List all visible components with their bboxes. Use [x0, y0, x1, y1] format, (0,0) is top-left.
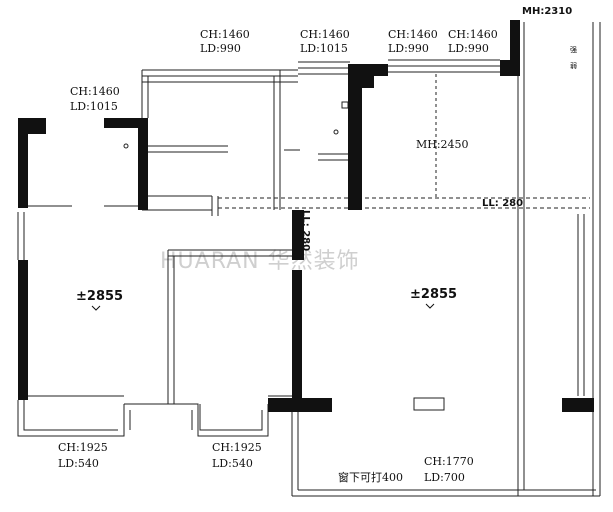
ll-beam: LL: 280	[482, 198, 523, 209]
top-window-wall-3	[388, 59, 500, 73]
win2-ch: CH:1460	[300, 28, 350, 41]
corridor-walls	[142, 195, 219, 216]
wall-block-4	[138, 118, 148, 210]
wall-block-10	[292, 210, 304, 260]
interior-wall-1	[273, 70, 281, 210]
win2-ld: LD:1015	[300, 42, 348, 55]
wall-block-11	[292, 270, 302, 398]
win4-ch: CH:1460	[448, 28, 498, 41]
window-note: 窗下可打400	[338, 470, 403, 484]
win5-ld: LD:1015	[70, 100, 118, 113]
mh-top: MH:2310	[522, 6, 572, 17]
bottom-win2-ld: LD:540	[212, 457, 253, 470]
bottom-right-wall	[292, 489, 600, 497]
right-inner	[577, 214, 585, 396]
wall-block-13	[562, 398, 594, 412]
level-markers	[91, 303, 435, 311]
fixture-3	[341, 101, 349, 109]
floor-level-right: ±2855	[410, 287, 457, 302]
fixture-2	[333, 129, 339, 135]
win1-ld: LD:990	[200, 42, 241, 55]
watermark: HUARAN 华然装饰	[160, 249, 360, 274]
bottom-win2-ch: CH:1925	[212, 441, 262, 454]
left-bay-window	[17, 400, 125, 437]
wall-block-3	[104, 118, 148, 128]
win3-ld: LD:990	[388, 42, 429, 55]
wall-block-6	[348, 64, 362, 210]
top-window-wall-2	[298, 61, 350, 75]
left-top-wall	[141, 70, 149, 118]
left-edge	[17, 212, 25, 260]
win1-ch: CH:1460	[200, 28, 250, 41]
wall-block-7	[362, 64, 388, 76]
bottom-win1-ch: CH:1925	[58, 441, 108, 454]
bath-walls	[284, 149, 348, 161]
wall-block-9	[510, 20, 520, 76]
win5-ch: CH:1460	[70, 85, 120, 98]
right-wall-outer	[517, 22, 525, 496]
bottom-win3-ch: CH:1770	[424, 455, 474, 468]
win4-ld: LD:990	[448, 42, 489, 55]
balcony-left-wall	[291, 404, 299, 496]
mh-center: MH:2450	[416, 138, 469, 151]
middle-top-wall	[168, 249, 292, 257]
bay-window-2	[199, 404, 263, 431]
bay-inner	[129, 410, 193, 430]
fixture	[123, 143, 129, 149]
right-wall-edge	[592, 22, 601, 496]
middle-divider	[167, 250, 175, 404]
bottom-bay	[124, 403, 269, 437]
wall-block-12	[268, 398, 332, 412]
top-window-wall-1	[142, 69, 298, 83]
wall-block-14	[348, 76, 374, 88]
floor-level-left: ±2855	[76, 289, 123, 304]
interior-wall-2	[148, 145, 228, 153]
side-text-1: 强	[570, 46, 577, 54]
ll-vertical: LL: 280	[300, 210, 311, 251]
wall-block-5	[18, 260, 28, 400]
furniture-marker	[413, 397, 445, 411]
beam-line	[218, 197, 590, 209]
bottom-win1-ld: LD:540	[58, 457, 99, 470]
bottom-win3-ld: LD:700	[424, 471, 465, 484]
win3-ch: CH:1460	[388, 28, 438, 41]
wall-block-2	[18, 118, 28, 208]
side-text-2: 弱	[570, 62, 577, 70]
